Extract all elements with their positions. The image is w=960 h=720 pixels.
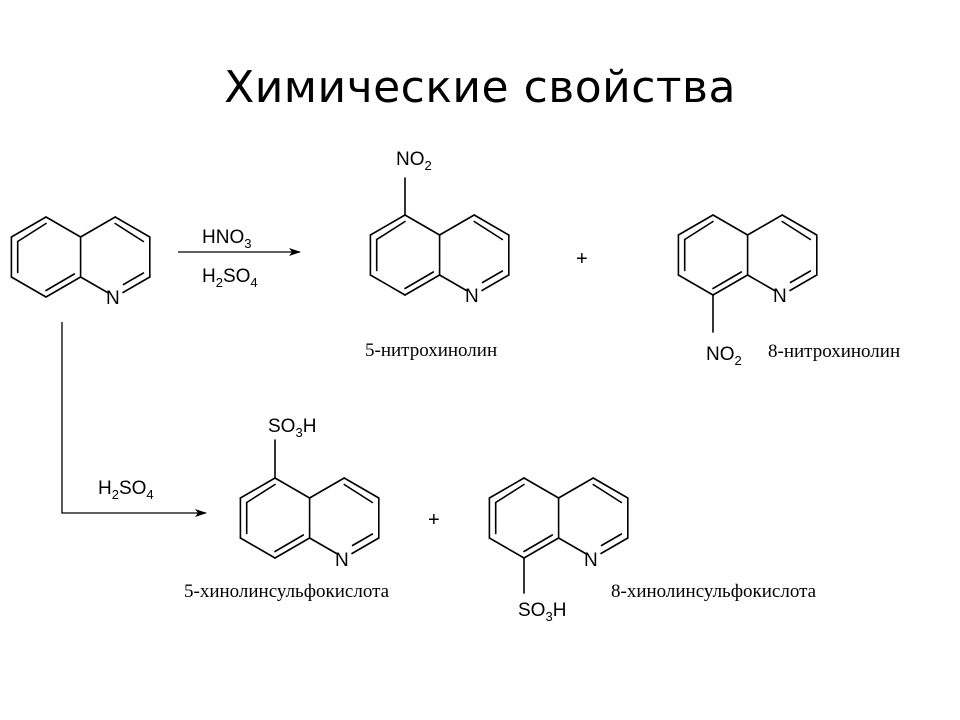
plus-sign-bottom: + (428, 509, 440, 531)
nitroquinoline-8: N NO2 (677, 214, 818, 368)
quinolinesulfonic-acid-5: N SO3H (239, 416, 380, 571)
substituent-so3h-8: SO3H (518, 600, 566, 624)
plus-sign-top: + (576, 248, 588, 270)
quinolinesulfonic-acid-8: N SO3H (488, 477, 629, 624)
atom-n: N (773, 286, 787, 307)
atom-n: N (465, 286, 479, 307)
atom-n: N (584, 550, 598, 571)
caption-nitro8: 8-нитрохинолин (768, 341, 900, 362)
reagent-h2so4-top: H2SO4 (202, 266, 258, 290)
substituent-so3h-5: SO3H (268, 416, 316, 440)
slide-title: Химические свойства (224, 62, 736, 113)
caption-sulfo8: 8-хинолинсульфокислота (611, 581, 817, 602)
atom-n: N (335, 550, 349, 571)
substituent-no2-5: NO2 (396, 149, 432, 173)
caption-nitro5: 5-нитрохинолин (365, 340, 497, 361)
caption-sulfo5: 5-хинолинсульфокислота (184, 581, 390, 602)
substituent-no2-8: NO2 (706, 344, 742, 368)
sulfonation-arrow (61, 322, 207, 517)
reagent-hno3: HNO3 (202, 227, 251, 251)
atom-n: N (106, 288, 120, 309)
nitroquinoline-5: N NO2 (369, 149, 510, 307)
reagent-h2so4-bottom: H2SO4 (98, 478, 154, 502)
quinoline-start: N (10, 216, 151, 309)
